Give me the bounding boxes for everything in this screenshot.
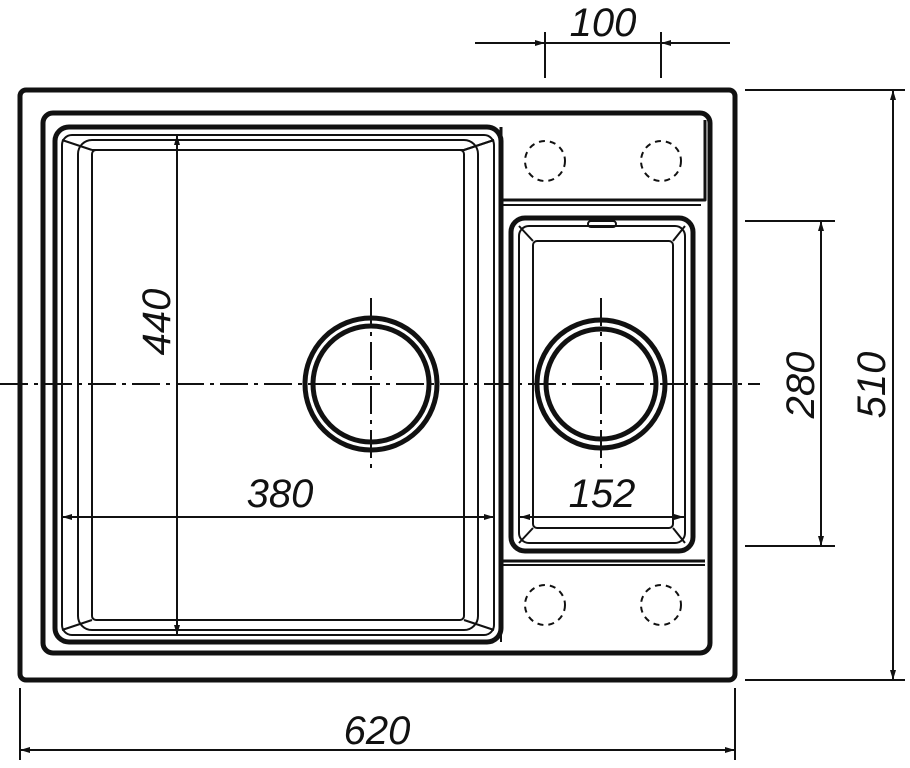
dim-small-bowl-width: 152	[520, 472, 684, 520]
dim-small-bowl-height: 280	[745, 220, 835, 547]
dim-label-100: 100	[570, 1, 637, 45]
dim-main-bowl-height: 440	[135, 135, 180, 635]
tap-hole	[640, 584, 682, 626]
dim-label-380: 380	[247, 472, 314, 516]
tap-hole	[524, 584, 566, 626]
dim-label-620: 620	[344, 709, 411, 753]
small-drain	[534, 298, 668, 470]
small-bowl-overflow	[587, 220, 617, 228]
dim-overall-height: 510	[745, 89, 905, 681]
dim-tap-spacing: 100	[475, 1, 730, 78]
dim-overall-width: 620	[19, 688, 736, 760]
dim-label-280: 280	[779, 352, 823, 420]
dim-label-510: 510	[850, 352, 894, 419]
dim-label-440: 440	[135, 289, 179, 356]
tap-hole	[640, 140, 682, 182]
tap-holes	[524, 140, 682, 626]
tap-hole	[524, 140, 566, 182]
right-panel	[499, 120, 707, 642]
dim-main-bowl-width: 380	[62, 472, 494, 520]
dim-label-152: 152	[569, 472, 636, 516]
